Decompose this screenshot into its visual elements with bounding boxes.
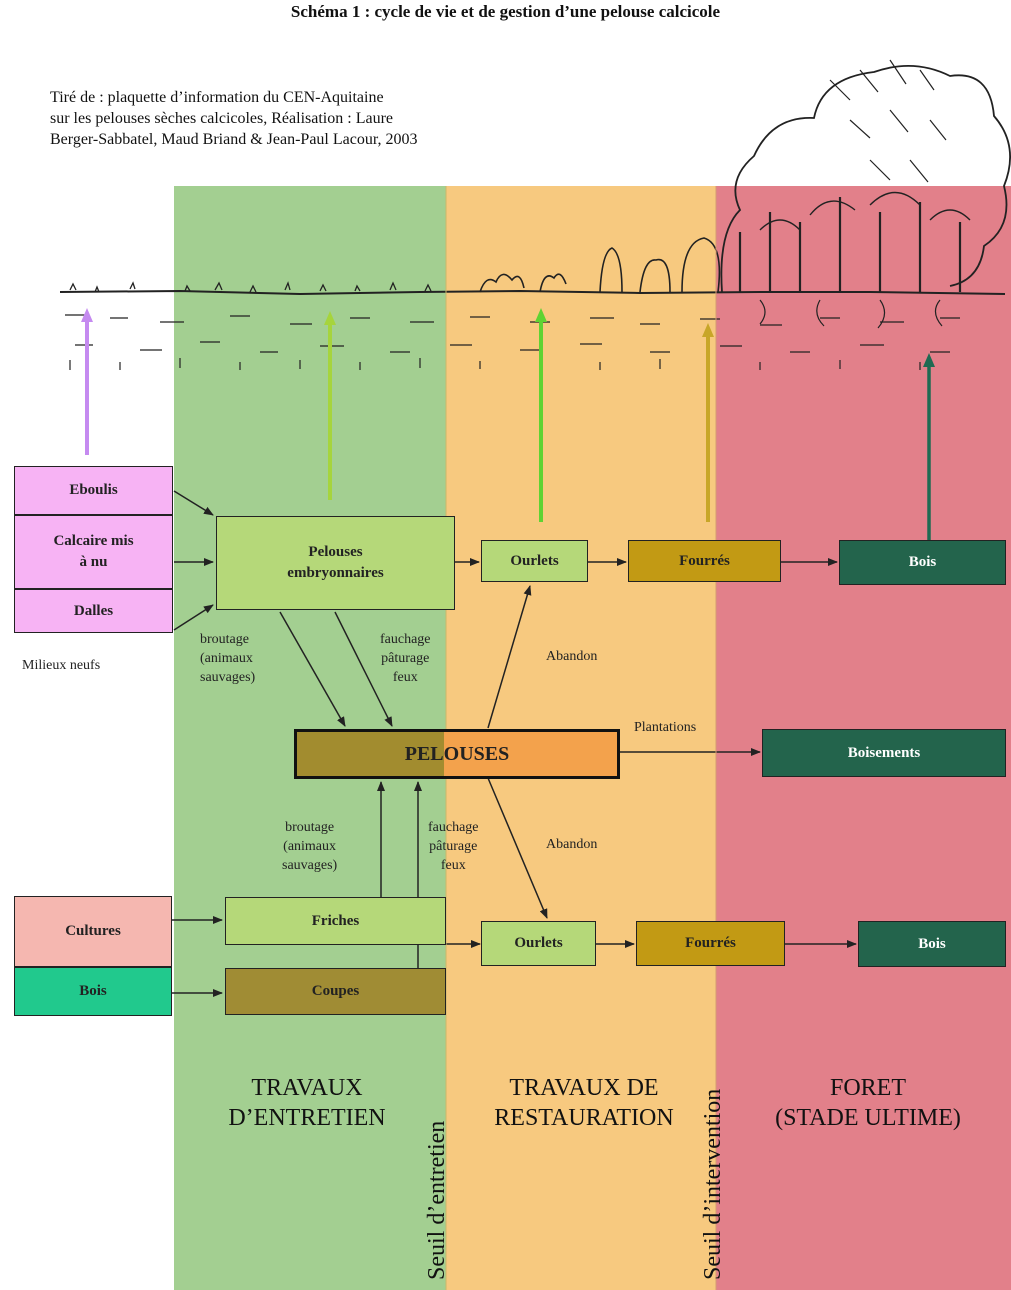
box-pelouses-embryonnaires: Pelouses embryonnaires [216, 516, 455, 610]
label-fauchage-bottom: fauchage pâturage feux [428, 820, 479, 873]
credit-line-1: Tiré de : plaquette d’information du CEN… [50, 89, 384, 106]
label-milieux-neufs: Milieux neufs [22, 658, 101, 673]
label-plantations: Plantations [634, 720, 697, 735]
box-calcaire-mis-a-nu: Calcaire mis à nu [14, 515, 173, 589]
label-fauchage-top: fauchage pâturage feux [380, 632, 431, 685]
landscape-illustration [59, 59, 1011, 370]
box-fourres-2: Fourrés [636, 921, 785, 966]
box-bois-source: Bois [14, 967, 172, 1016]
zone-label-entretien: TRAVAUX D’ENTRETIEN [228, 1075, 386, 1131]
label-seuil-entretien: Seuil d’entretien [424, 1120, 450, 1280]
box-pelouses: PELOUSES [294, 729, 620, 779]
box-ourlets-2: Ourlets [481, 921, 596, 966]
label-abandon-bottom: Abandon [546, 837, 598, 852]
box-ourlets-1: Ourlets [481, 540, 588, 582]
diagram-title: Schéma 1 : cycle de vie et de gestion d’… [290, 2, 721, 21]
label-abandon-top: Abandon [546, 649, 598, 664]
label-broutage-bottom: broutage (animaux sauvages) [282, 820, 338, 873]
zone-label-foret: FORET (STADE ULTIME) [775, 1075, 961, 1131]
label-seuil-intervention: Seuil d’intervention [700, 1088, 726, 1280]
label-broutage-top: broutage (animaux sauvages) [200, 632, 256, 685]
box-fourres-1: Fourrés [628, 540, 781, 582]
box-cultures: Cultures [14, 896, 172, 967]
zone-label-restauration: TRAVAUX DE RESTAURATION [494, 1075, 674, 1131]
box-bois-2: Bois [858, 921, 1006, 967]
box-eboulis: Eboulis [14, 466, 173, 515]
box-dalles: Dalles [14, 589, 173, 633]
credit-line-2: sur les pelouses sèches calcicoles, Réal… [50, 110, 393, 127]
box-bois-1: Bois [839, 540, 1006, 585]
source-credit: Tiré de : plaquette d’information du CEN… [50, 87, 418, 150]
box-coupes: Coupes [225, 968, 446, 1015]
credit-line-3: Berger-Sabbatel, Maud Briand & Jean-Paul… [50, 131, 418, 148]
box-friches: Friches [225, 897, 446, 945]
box-boisements: Boisements [762, 729, 1006, 777]
